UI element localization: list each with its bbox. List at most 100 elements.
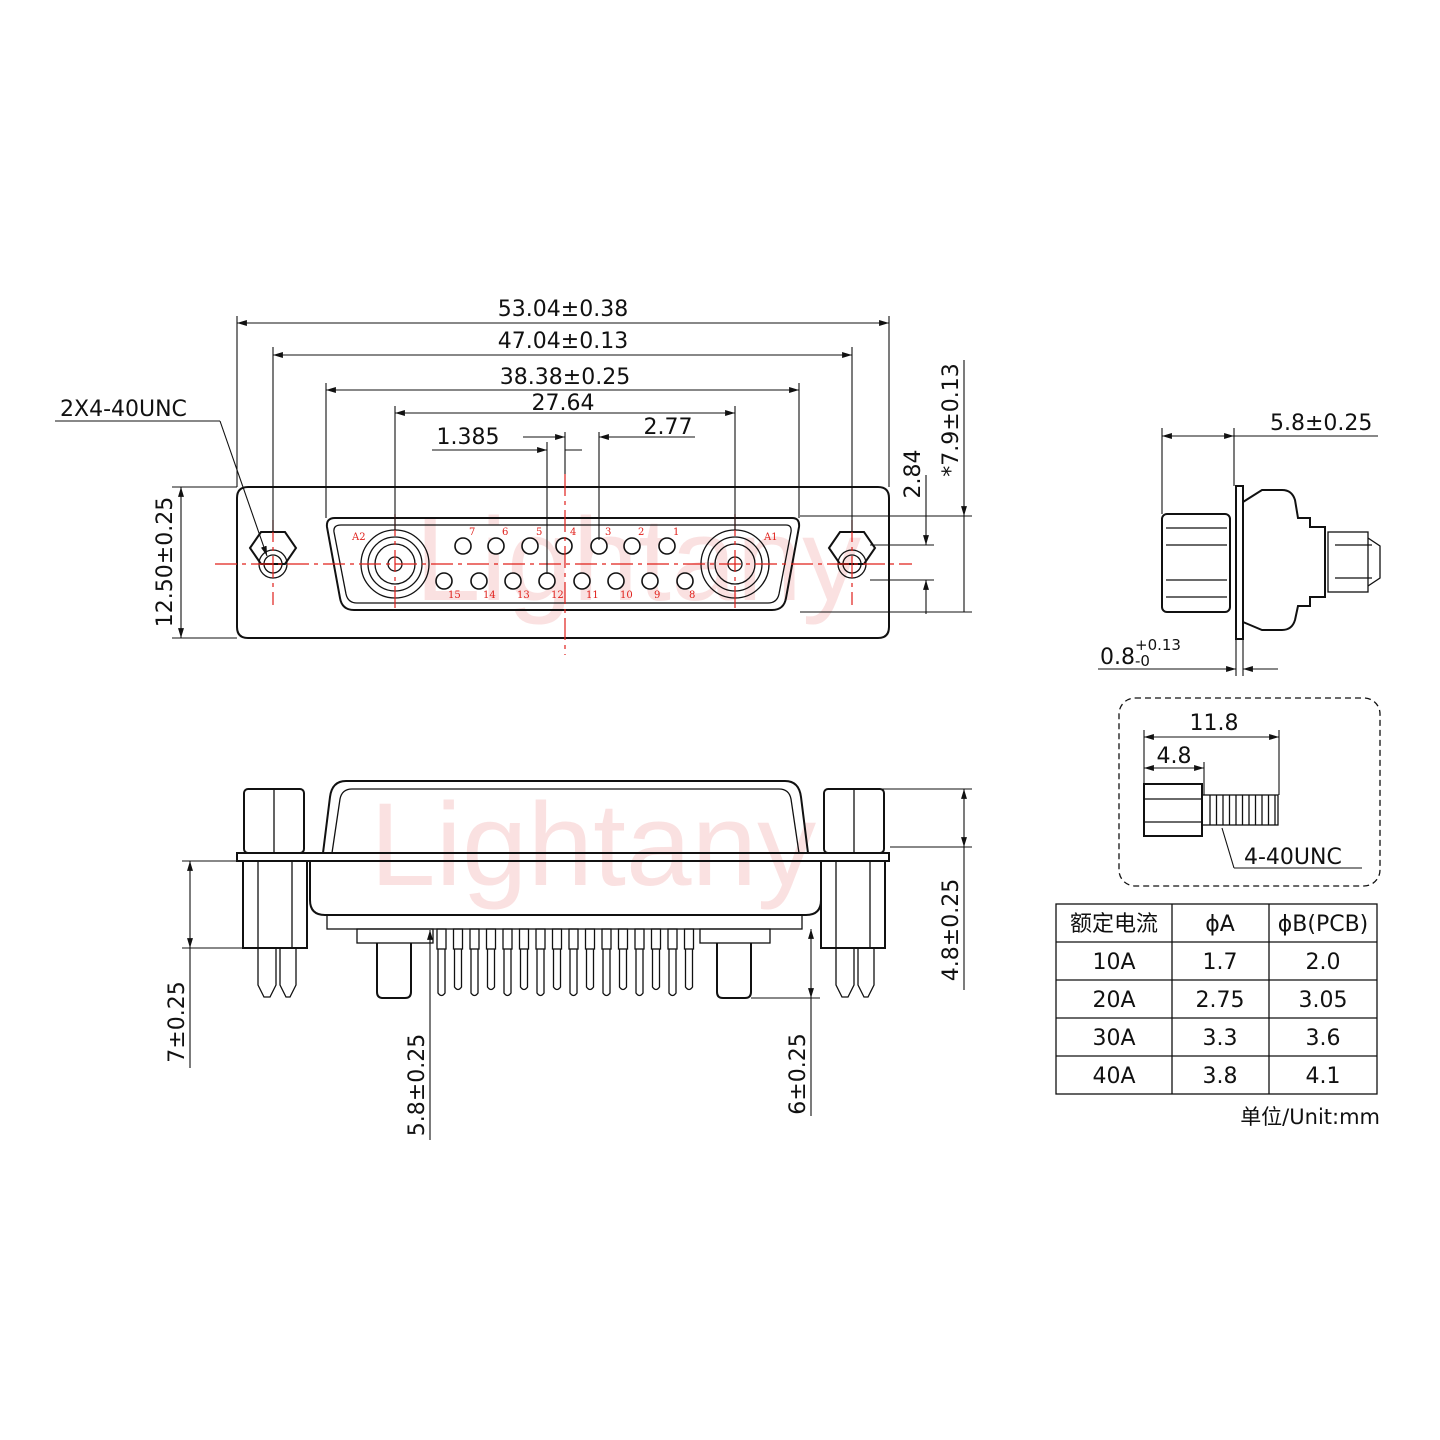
dim-height: 12.50±0.25: [153, 497, 178, 627]
signal-pin-top: [487, 537, 505, 555]
pin-root: [634, 928, 645, 950]
coax-pin-right: [716, 943, 752, 999]
table-header-current: 额定电流: [1070, 912, 1158, 937]
dim-mount-pitch: 47.04±0.13: [498, 329, 628, 354]
side-view: 5.8±0.25 0.8 +0.13 -0: [1098, 411, 1381, 676]
signal-pin-top: [590, 537, 608, 555]
pin-root: [518, 928, 530, 950]
side-hexnut: [1161, 513, 1231, 613]
watermark-front: Lightany: [415, 494, 861, 626]
signal-pin-top: [454, 537, 472, 555]
pin-root: [584, 928, 596, 950]
pin-label-bottom: 12: [551, 590, 564, 601]
signal-pin-bottom: [573, 572, 591, 590]
dim-signal-pin-length: 5.8±0.25: [405, 1034, 430, 1136]
coax-label-a2: A2: [351, 532, 366, 543]
pin-label-top: 7: [469, 527, 475, 538]
dim-coax-pitch: 27.64: [532, 391, 595, 416]
dim-shell-width: 38.38±0.25: [500, 365, 630, 390]
table-cell: 4.1: [1306, 1064, 1341, 1089]
side-body: [1242, 489, 1326, 631]
standoff-right: [820, 788, 886, 998]
screw-thread: [1201, 794, 1279, 826]
pin-label-bottom: 9: [654, 590, 660, 601]
signal-pin-bottom: [607, 572, 625, 590]
signal-pin: [651, 949, 661, 991]
dim-row-offset: 2.84: [901, 450, 926, 499]
signal-pin-bottom: [538, 572, 556, 590]
pin-root: [683, 928, 695, 950]
d-shell-inner: [333, 524, 792, 604]
dim-flange-tol-lower: -0: [1135, 652, 1150, 670]
pin-label-bottom: 8: [689, 590, 695, 601]
table-cell: 2.75: [1196, 988, 1245, 1013]
signal-pin: [503, 949, 512, 997]
bottom-shell-top: [322, 780, 809, 854]
table-header-phi-a: ϕA: [1205, 912, 1235, 937]
signal-pin: [470, 949, 479, 997]
signal-pin: [552, 949, 562, 991]
table-cell: 1.7: [1203, 950, 1238, 975]
table-cell: 3.3: [1203, 1026, 1238, 1051]
signal-pin: [668, 949, 677, 997]
pin-root: [650, 928, 662, 950]
pin-root: [601, 928, 612, 950]
signal-pin: [453, 949, 463, 991]
pin-root: [485, 928, 497, 950]
table-cell: 3.6: [1306, 1026, 1341, 1051]
table-cell: 2.0: [1306, 950, 1341, 975]
table-cell: 20A: [1092, 988, 1135, 1013]
dim-screw-thread: 4-40UNC: [1244, 845, 1342, 870]
pin-root: [452, 928, 464, 950]
pin-root: [469, 928, 480, 950]
pin-label-bottom: 11: [586, 590, 599, 601]
unit-note: 单位/Unit:mm: [1240, 1105, 1380, 1129]
table-cell: 40A: [1092, 1064, 1135, 1089]
table-frame: [1055, 903, 1378, 1095]
pin-root: [617, 928, 629, 950]
table-cell: 10A: [1092, 950, 1135, 975]
pin-label-top: 1: [673, 527, 679, 538]
bottom-flange: [236, 852, 890, 862]
signal-pin: [618, 949, 628, 991]
dim-screw-length: 11.8: [1190, 711, 1239, 736]
signal-pin-bottom: [641, 572, 659, 590]
coax-pin-left: [376, 943, 412, 999]
pin-label-bottom: 13: [517, 590, 530, 601]
d-shell-outer: [325, 517, 801, 611]
pin-root: [535, 928, 546, 950]
signal-pin: [602, 949, 611, 997]
dim-standoff-height: 4.8±0.25: [939, 879, 964, 981]
dim-flange-thickness: 0.8: [1100, 645, 1135, 670]
table-cell: 3.8: [1203, 1064, 1238, 1089]
bottom-view: 4.8±0.25 7±0.25 5.8±0.25 6±0.25: [165, 780, 972, 1140]
signal-pin-top: [521, 537, 539, 555]
signal-pin-top: [658, 537, 676, 555]
pin-label-bottom: 10: [620, 590, 633, 601]
signal-pin: [437, 949, 446, 997]
signal-pin: [519, 949, 529, 991]
signal-pin-bottom: [676, 572, 694, 590]
pin-label-top: 4: [570, 527, 576, 538]
screw-detail-frame: [1118, 697, 1381, 887]
pin-root: [667, 928, 678, 950]
current-table: 额定电流 ϕA ϕB(PCB) 10A 1.7 2.0 20A 2.75 3.0…: [1055, 903, 1380, 1129]
pin-root: [551, 928, 563, 950]
front-flange: [236, 486, 890, 639]
signal-pin-bottom: [504, 572, 522, 590]
dim-pin-pitch: 1.385: [437, 425, 500, 450]
signal-pin: [569, 949, 578, 997]
pin-root: [436, 928, 447, 950]
signal-pin-top: [555, 537, 573, 555]
dim-coax-pin-length: 6±0.25: [786, 1033, 811, 1114]
side-contact: [1327, 531, 1369, 593]
signal-pin: [486, 949, 496, 991]
dim-mount-thread: 2X4-40UNC: [60, 397, 187, 422]
table-header-phi-b: ϕB(PCB): [1278, 912, 1369, 937]
watermark-bottom: Lightany: [370, 779, 816, 911]
dim-flange-tol-upper: +0.13: [1135, 636, 1181, 654]
signal-pins-top: [454, 537, 676, 555]
